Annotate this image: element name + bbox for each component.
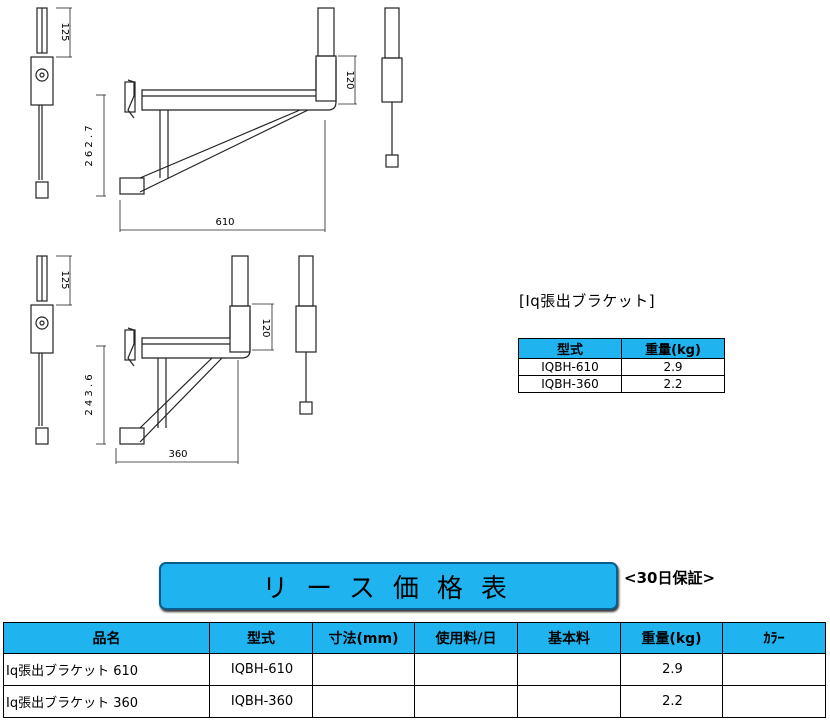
- dimension-lines-360: [96, 303, 274, 464]
- price-cell-name: Iq張出ブラケット 610: [3, 653, 210, 686]
- dimension-post-610: [56, 7, 72, 58]
- price-cell-size: [312, 685, 415, 718]
- price-header-daily-fee: 使用料/日: [414, 622, 518, 654]
- price-header-base-fee: 基本料: [517, 622, 621, 654]
- dimension-post-360: [56, 255, 72, 306]
- spec-row: IQBH-610 2.9: [518, 358, 725, 376]
- dim-height-360: 2 4 3 . 6: [84, 374, 95, 415]
- price-cell-base-fee: [517, 653, 621, 686]
- lease-price-banner: リース価格表: [159, 562, 618, 610]
- price-header-model: 型式: [209, 622, 313, 654]
- dimension-lines-610: [96, 55, 357, 232]
- price-cell-daily-fee: [414, 685, 518, 718]
- price-header-row: 品名 型式 寸法(mm) 使用料/日 基本料 重量(kg) ｶﾗｰ: [3, 622, 826, 654]
- spec-cell-weight: 2.2: [621, 375, 725, 393]
- side-view-360: [30, 255, 54, 445]
- price-header-weight: 重量(kg): [620, 622, 723, 654]
- dim-width-610: 610: [215, 217, 234, 228]
- price-cell-weight: 2.2: [620, 685, 723, 718]
- spec-cell-model: IQBH-360: [518, 375, 622, 393]
- price-table: 品名 型式 寸法(mm) 使用料/日 基本料 重量(kg) ｶﾗｰ Iq張出ブラ…: [3, 622, 826, 718]
- dim-post-top-360: 125: [59, 270, 70, 289]
- guarantee-note: <30日保証>: [624, 569, 716, 587]
- spec-row: IQBH-360 2.2: [518, 375, 725, 393]
- price-row: Iq張出ブラケット 360 IQBH-360 2.2: [3, 685, 826, 718]
- dim-width-360: 360: [168, 449, 187, 460]
- price-cell-color: [722, 653, 826, 686]
- price-header-name: 品名: [3, 622, 210, 654]
- spec-table: 型式 重量(kg) IQBH-610 2.9 IQBH-360 2.2: [518, 338, 725, 393]
- dim-post-top-610: 125: [59, 22, 70, 41]
- price-header-color: ｶﾗｰ: [722, 622, 826, 654]
- dim-offset-610: 120: [344, 70, 355, 89]
- spec-header-weight: 重量(kg): [621, 338, 725, 359]
- end-view-360: [295, 255, 317, 415]
- spec-cell-model: IQBH-610: [518, 358, 622, 376]
- front-view-610: [119, 7, 337, 195]
- price-header-size: 寸法(mm): [312, 622, 415, 654]
- spec-header-row: 型式 重量(kg): [518, 338, 725, 359]
- technical-drawing: 125 120 2 6 2 . 7 610 125 120 2 4 3 . 6 …: [30, 7, 403, 464]
- side-view-610: [30, 7, 54, 199]
- spec-header-model: 型式: [518, 338, 622, 359]
- price-cell-base-fee: [517, 685, 621, 718]
- price-cell-name: Iq張出ブラケット 360: [3, 685, 210, 718]
- price-cell-daily-fee: [414, 653, 518, 686]
- end-view-610: [381, 7, 403, 168]
- price-cell-model: IQBH-360: [209, 685, 313, 718]
- price-cell-weight: 2.9: [620, 653, 723, 686]
- price-cell-size: [312, 653, 415, 686]
- price-cell-color: [722, 685, 826, 718]
- spec-cell-weight: 2.9: [621, 358, 725, 376]
- front-view-360: [119, 255, 251, 445]
- dim-height-610: 2 6 2 . 7: [84, 125, 95, 166]
- product-title: [Iq張出ブラケット]: [519, 292, 656, 310]
- dim-offset-360: 120: [260, 318, 271, 337]
- price-row: Iq張出ブラケット 610 IQBH-610 2.9: [3, 653, 826, 686]
- price-cell-model: IQBH-610: [209, 653, 313, 686]
